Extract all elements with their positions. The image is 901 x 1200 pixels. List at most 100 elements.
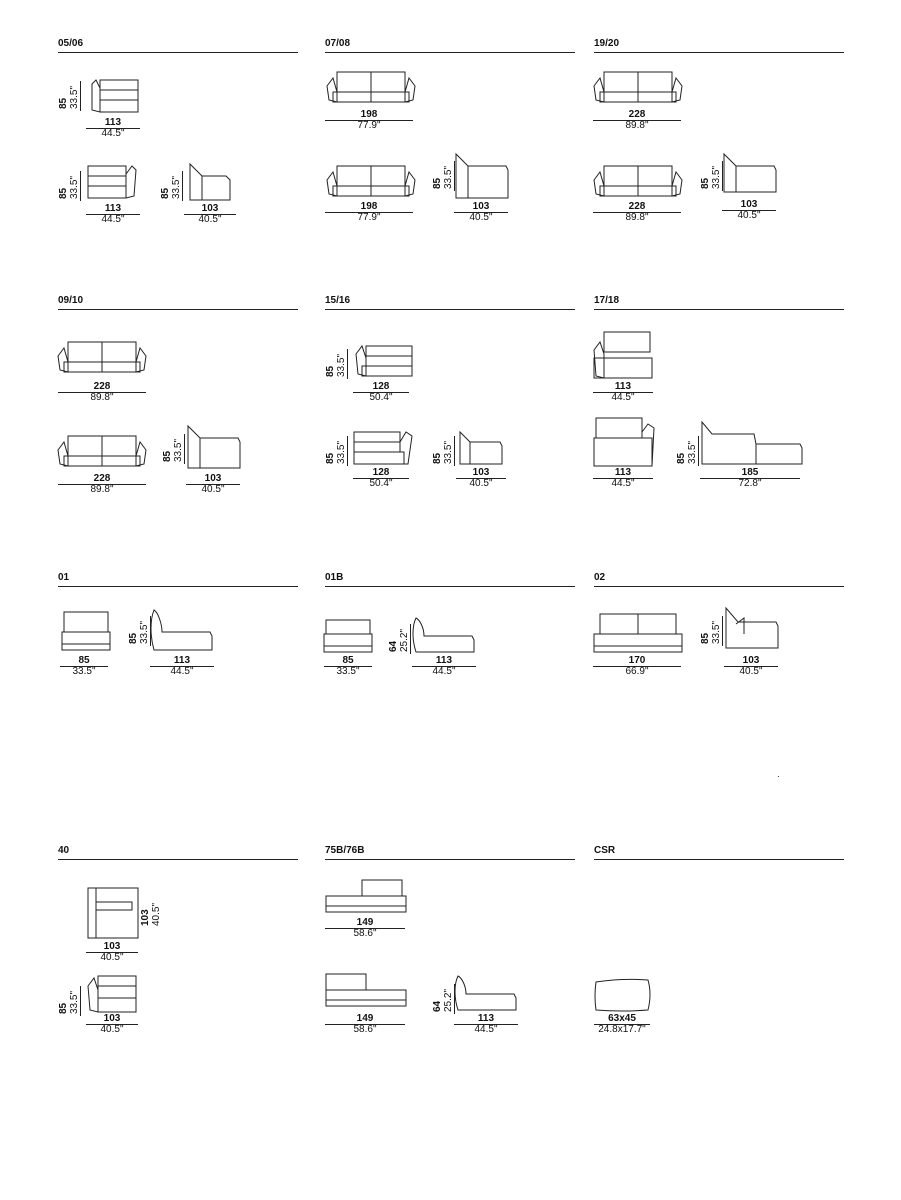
depth-cm: 103 [140, 909, 151, 926]
height-cm: 85 [700, 632, 711, 644]
width-dimension: 113 44.5" [150, 656, 214, 677]
height-dimension: 85 33.5" [432, 430, 456, 470]
width-dimension: 228 89.8" [593, 202, 681, 223]
side-view-drawing [187, 424, 241, 469]
width-cm: 103 [103, 1013, 121, 1024]
side-view-drawing [455, 152, 509, 199]
width-in: 40.5" [201, 484, 225, 495]
cushion-drawing [594, 978, 651, 1012]
width-cm: 228 [93, 381, 111, 392]
height-cm: 64 [388, 640, 399, 652]
width-cm: 228 [628, 109, 646, 120]
width-dimension: 198 77.9" [325, 110, 413, 131]
section-title: 01 [58, 572, 70, 583]
width-cm: 198 [360, 201, 378, 212]
width-cm: 149 [356, 1013, 374, 1024]
width-dimension: 113 44.5" [86, 204, 140, 225]
width-dimension: 198 77.9" [325, 202, 413, 223]
width-in: 44.5" [101, 214, 125, 225]
width-in: 40.5" [469, 478, 493, 489]
height-dimension: 85 33.5" [432, 155, 456, 195]
width-dimension: 113 44.5" [86, 118, 140, 139]
height-dimension: 85 33.5" [676, 430, 700, 470]
width-in: 40.5" [198, 214, 222, 225]
width-in: 44.5" [474, 1024, 498, 1035]
width-dimension: 103 40.5" [184, 204, 236, 225]
corner-module-drawing [353, 431, 413, 465]
height-cm: 85 [676, 452, 687, 464]
section-title: 17/18 [594, 295, 620, 306]
corner-module-drawing [91, 79, 139, 113]
width-in: 40.5" [739, 666, 763, 677]
sofa-drawing [326, 165, 416, 197]
section-divider [325, 859, 575, 860]
width-cm: 113 [104, 203, 122, 214]
width-cm: 113 [104, 117, 122, 128]
height-cm: 85 [325, 365, 336, 377]
section-title: 02 [594, 572, 606, 583]
width-in: 44.5" [101, 128, 125, 139]
width-dimension: 113 44.5" [454, 1014, 518, 1035]
width-dimension: 149 58.6" [325, 1014, 405, 1035]
width-cm: 113 [435, 655, 453, 666]
size-cm: 63x45 [608, 1013, 636, 1024]
height-dimension: 103 40.5" [140, 892, 164, 932]
width-in: 50.4" [369, 478, 393, 489]
height-cm: 85 [325, 452, 336, 464]
side-view-drawing [701, 420, 803, 465]
size-dimension: 63x45 24.8x17.7" [594, 1014, 650, 1035]
width-dimension: 170 66.9" [593, 656, 681, 677]
side-view-drawing [723, 152, 777, 193]
height-dimension: 85 33.5" [700, 610, 724, 650]
width-cm: 85 [342, 655, 354, 666]
section-divider [58, 586, 298, 587]
width-dimension: 103 40.5" [86, 942, 138, 963]
width-cm: 103 [472, 467, 490, 478]
section-title: 75B/76B [325, 845, 365, 856]
width-in: 89.8" [90, 484, 114, 495]
width-in: 50.4" [369, 392, 393, 403]
section-divider [58, 859, 298, 860]
side-view-drawing [725, 606, 779, 649]
height-cm: 85 [160, 187, 171, 199]
width-cm: 170 [628, 655, 646, 666]
width-in: 40.5" [737, 210, 761, 221]
width-dimension: 103 40.5" [186, 474, 240, 495]
section-title: CSR [594, 845, 616, 856]
width-in: 44.5" [611, 478, 635, 489]
width-dimension: 103 40.5" [86, 1014, 138, 1035]
width-cm: 113 [614, 467, 632, 478]
width-cm: 149 [356, 917, 374, 928]
width-dimension: 85 33.5" [324, 656, 372, 677]
width-cm: 103 [204, 473, 222, 484]
section-divider [58, 309, 298, 310]
height-dimension: 64 25.2" [432, 978, 456, 1018]
width-cm: 113 [173, 655, 191, 666]
height-cm: 85 [432, 452, 443, 464]
width-dimension: 85 33.5" [60, 656, 108, 677]
corner-module-drawing [87, 165, 137, 199]
height-dimension: 85 33.5" [58, 75, 82, 115]
width-in: 89.8" [625, 212, 649, 223]
bench-module-drawing [325, 973, 407, 1007]
two-seat-module-drawing [593, 613, 683, 653]
side-view-drawing [150, 609, 213, 651]
section-title: 40 [58, 845, 70, 856]
width-cm: 103 [201, 203, 219, 214]
height-dimension: 85 33.5" [162, 428, 186, 468]
width-cm: 103 [472, 201, 490, 212]
speck [778, 776, 779, 777]
section-divider [325, 586, 575, 587]
width-dimension: 149 58.6" [325, 918, 405, 939]
height-dimension: 85 33.5" [128, 610, 152, 650]
height-cm: 85 [700, 177, 711, 189]
height-cm: 85 [58, 187, 69, 199]
section-divider [58, 52, 298, 53]
width-dimension: 103 40.5" [456, 468, 506, 489]
width-dimension: 228 89.8" [58, 382, 146, 403]
width-in: 40.5" [469, 212, 493, 223]
size-in: 24.8x17.7" [598, 1024, 646, 1035]
width-dimension: 113 44.5" [593, 468, 653, 489]
width-in: 44.5" [611, 392, 635, 403]
